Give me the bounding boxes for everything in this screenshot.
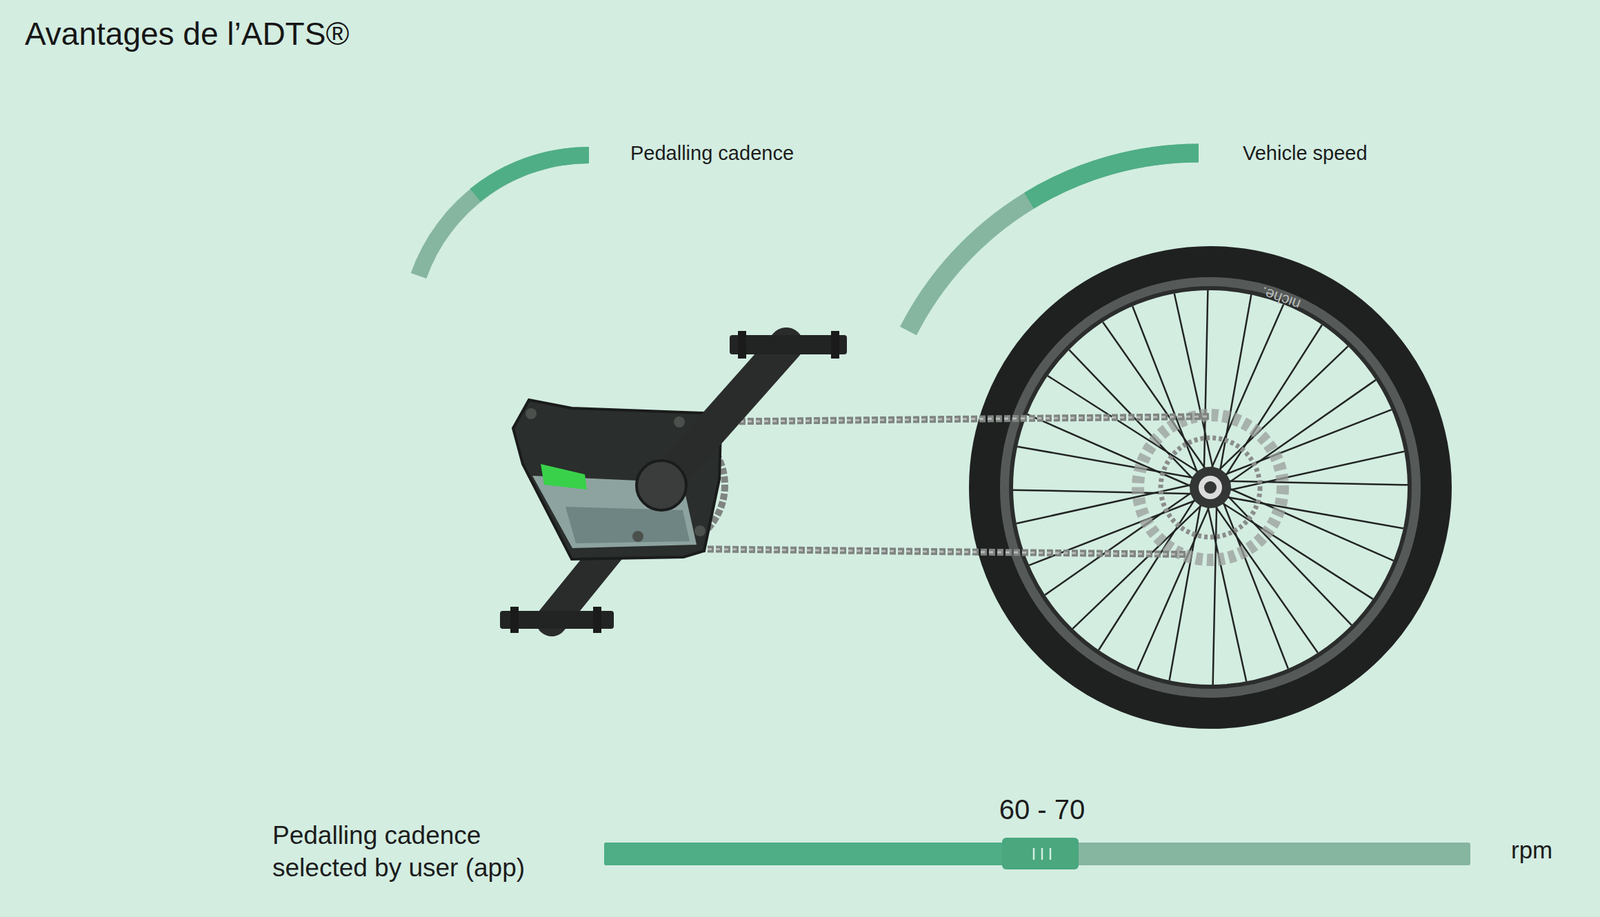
bolt bbox=[632, 531, 644, 543]
spoke bbox=[1213, 504, 1318, 654]
page-title: Avantages de l’ADTS® bbox=[24, 15, 349, 54]
slider-fill bbox=[604, 842, 1021, 866]
bolt bbox=[673, 416, 685, 428]
knob-grip bbox=[1049, 848, 1052, 860]
gauge-label: Pedalling cadence bbox=[630, 141, 794, 166]
chain-top bbox=[689, 416, 1211, 423]
slider-value: 60 - 70 bbox=[999, 793, 1086, 827]
pedal-upper bbox=[729, 335, 847, 355]
bolt bbox=[525, 408, 537, 420]
gauge-label: Vehicle speed bbox=[1242, 141, 1368, 166]
speed-gauge-fill bbox=[1028, 153, 1199, 201]
pedal-lower-grip bbox=[593, 606, 602, 634]
spoke bbox=[1206, 504, 1247, 683]
rim bbox=[1004, 282, 1416, 694]
spoke bbox=[1226, 380, 1376, 485]
chain-bottom-links bbox=[682, 548, 1187, 555]
slider-label: Pedalling cadence selected by user (app) bbox=[272, 819, 576, 885]
hub bbox=[1189, 466, 1232, 509]
spoke bbox=[1047, 375, 1201, 474]
spoke bbox=[1225, 493, 1352, 625]
slider-knob bbox=[1002, 837, 1079, 870]
cadence-gauge-track bbox=[418, 155, 589, 276]
unit-label: rpm bbox=[1511, 835, 1553, 865]
spoke bbox=[1137, 504, 1211, 672]
knob-grip bbox=[1033, 848, 1036, 860]
chain-top-links bbox=[689, 416, 1211, 423]
hub-ring bbox=[1198, 475, 1223, 500]
axle bbox=[1204, 481, 1217, 494]
pedal-upper-grip bbox=[831, 331, 840, 359]
bolt bbox=[694, 525, 706, 537]
tire bbox=[984, 262, 1436, 714]
motor-display bbox=[540, 464, 587, 490]
spoke bbox=[1216, 346, 1348, 473]
spoke bbox=[1225, 481, 1408, 486]
spoke bbox=[1169, 501, 1202, 681]
spoke bbox=[1016, 484, 1195, 524]
chain-bottom bbox=[682, 548, 1187, 555]
pedal-lower-grip bbox=[510, 606, 519, 634]
crank-arm-upper bbox=[661, 344, 787, 486]
cadence-gauge-fill bbox=[475, 155, 589, 196]
spoke bbox=[1174, 293, 1214, 472]
crank-axle bbox=[636, 460, 687, 511]
brake-rotor bbox=[1137, 415, 1283, 560]
rear-wheel bbox=[984, 262, 1436, 714]
motor-grille bbox=[565, 506, 690, 544]
sprocket bbox=[1160, 437, 1260, 538]
spokes bbox=[1013, 290, 1408, 685]
knob-grip bbox=[1041, 848, 1044, 860]
spoke bbox=[1072, 502, 1204, 629]
pedal-upper-grip bbox=[737, 331, 747, 359]
rim-inner bbox=[1011, 288, 1410, 687]
